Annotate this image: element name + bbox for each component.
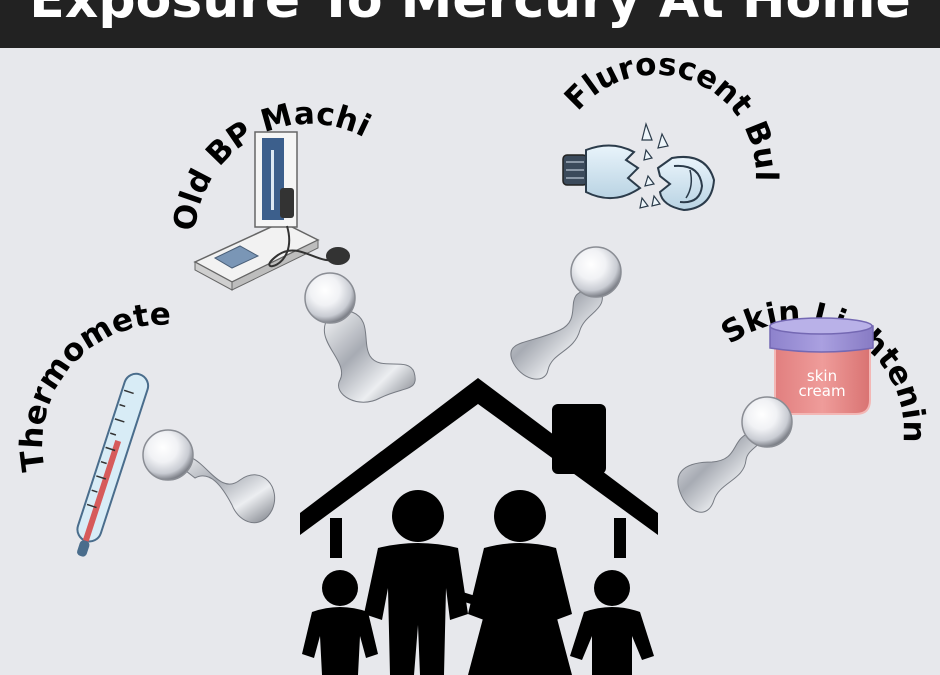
broken-bulb-icon [562, 121, 716, 212]
bulb-label: Fluroscent Bulb [0, 0, 784, 181]
thermometer-label: Thermometer [0, 0, 171, 474]
bp-machine-icon [193, 131, 350, 291]
mercury-droplet-icon [677, 396, 793, 513]
mercury-droplet-icon [304, 272, 416, 403]
page-title: Exposure To Mercury At Home [29, 0, 911, 30]
jar-label-line2: cream [798, 382, 845, 400]
family-house-icon [300, 378, 658, 675]
mercury-droplet-icon [510, 246, 622, 380]
thermometer-label-text: Thermometer [0, 0, 171, 474]
mercury-droplet-icon [142, 429, 276, 524]
bp-machines-label: Old BP Machines [0, 0, 376, 233]
cream-jar-icon: skin cream [769, 317, 874, 415]
title-bar: Exposure To Mercury At Home [0, 0, 940, 48]
jar-label-line1: skin [807, 367, 837, 385]
thermometer-icon [76, 372, 150, 557]
bp-machines-label-text: Old BP Machines [0, 0, 376, 233]
bulb-label-text: Fluroscent Bulb [0, 0, 784, 181]
